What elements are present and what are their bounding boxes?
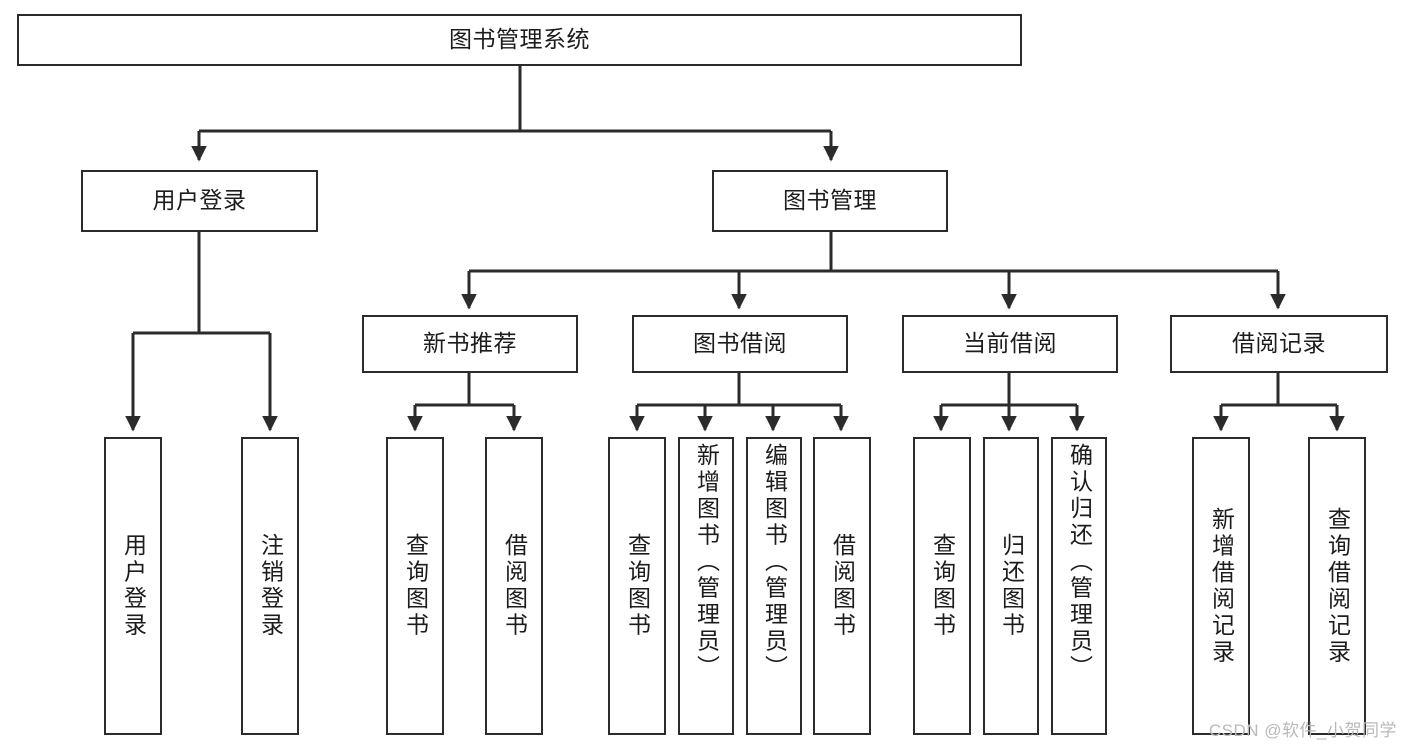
node-label: 新增借阅记录 — [1208, 506, 1235, 666]
node-label: 归还图书 — [998, 533, 1025, 639]
node-label: 图书管理 — [783, 187, 877, 214]
node-label: 用户登录 — [120, 533, 147, 639]
node-label: 当前借阅 — [963, 330, 1057, 357]
node-book-management[interactable]: 图书管理 — [712, 170, 948, 232]
leaf-current-query-book[interactable]: 查询图书 — [913, 437, 971, 735]
node-borrow-record[interactable]: 借阅记录 — [1170, 315, 1388, 373]
node-label: 确认归还（管理员） — [1066, 443, 1093, 682]
leaf-recommend-query-book[interactable]: 查询图书 — [386, 437, 444, 735]
leaf-borrow-query-book[interactable]: 查询图书 — [608, 437, 666, 735]
leaf-record-add-record[interactable]: 新增借阅记录 — [1192, 437, 1250, 735]
leaf-user-logout[interactable]: 注销登录 — [241, 437, 299, 735]
node-label: 图书管理系统 — [449, 26, 590, 53]
node-label: 编辑图书（管理员） — [761, 443, 788, 682]
node-current-borrow[interactable]: 当前借阅 — [902, 315, 1118, 373]
node-label: 借阅图书 — [501, 533, 528, 639]
node-label: 查询图书 — [624, 533, 651, 639]
node-label: 新增图书（管理员） — [693, 443, 720, 682]
leaf-borrow-add-book-admin[interactable]: 新增图书（管理员） — [678, 437, 734, 735]
node-label: 借阅图书 — [829, 533, 856, 639]
node-label: 新书推荐 — [423, 330, 517, 357]
node-root-system[interactable]: 图书管理系统 — [17, 14, 1022, 66]
node-label: 图书借阅 — [693, 330, 787, 357]
node-new-book-recommend[interactable]: 新书推荐 — [362, 315, 578, 373]
leaf-borrow-borrow-book[interactable]: 借阅图书 — [813, 437, 871, 735]
leaf-current-return-book[interactable]: 归还图书 — [983, 437, 1039, 735]
leaf-record-query-record[interactable]: 查询借阅记录 — [1308, 437, 1366, 735]
leaf-current-confirm-return-admin[interactable]: 确认归还（管理员） — [1051, 437, 1107, 735]
node-label: 查询借阅记录 — [1324, 506, 1351, 666]
leaf-recommend-borrow-book[interactable]: 借阅图书 — [485, 437, 543, 735]
node-label: 用户登录 — [152, 187, 247, 214]
node-label: 查询图书 — [929, 533, 956, 639]
node-label: 借阅记录 — [1232, 330, 1326, 357]
node-label: 查询图书 — [402, 533, 429, 639]
node-user-login[interactable]: 用户登录 — [81, 170, 318, 232]
node-label: 注销登录 — [257, 533, 284, 639]
node-book-borrow[interactable]: 图书借阅 — [632, 315, 848, 373]
leaf-borrow-edit-book-admin[interactable]: 编辑图书（管理员） — [746, 437, 802, 735]
leaf-user-login[interactable]: 用户登录 — [104, 437, 162, 735]
